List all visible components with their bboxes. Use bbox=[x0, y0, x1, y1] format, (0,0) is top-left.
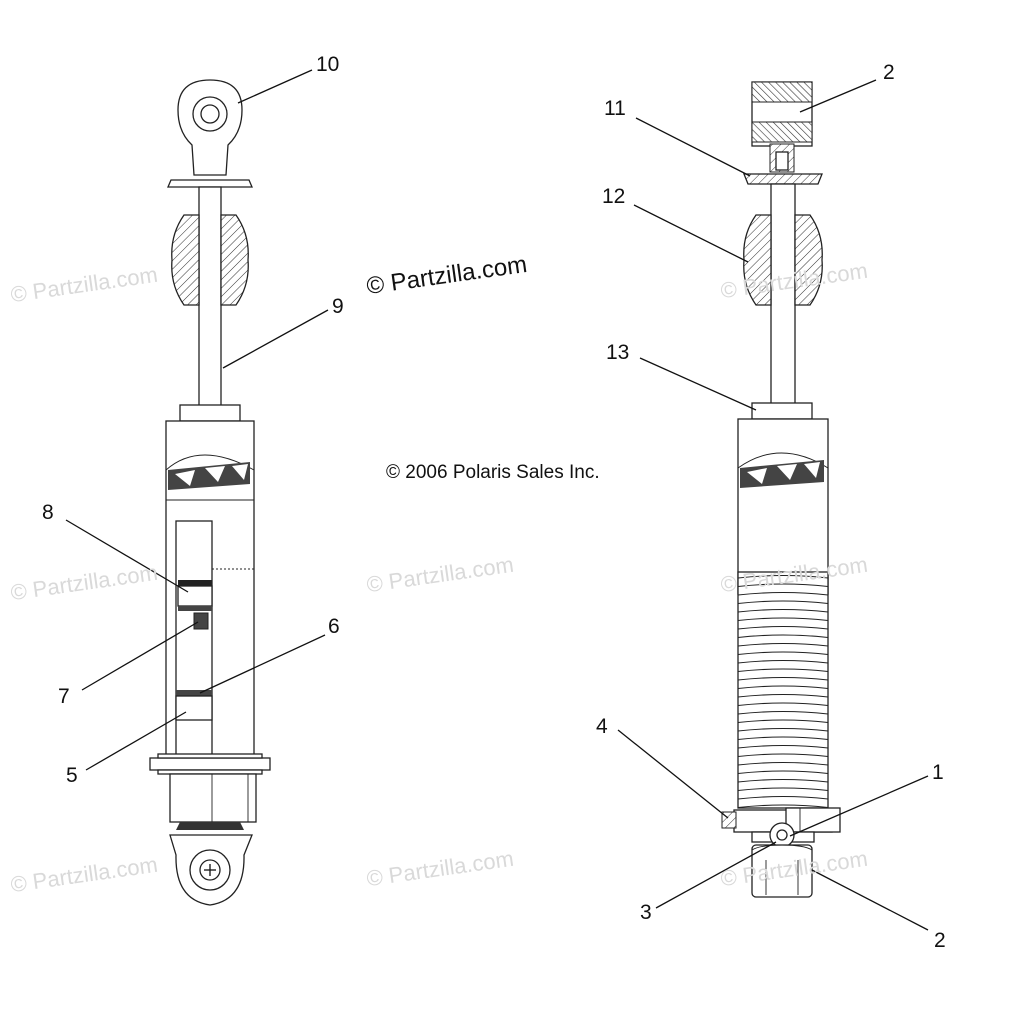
callout-label: 2 bbox=[934, 929, 946, 952]
polaris-copyright: © 2006 Polaris Sales Inc. bbox=[386, 462, 600, 483]
bump-stop-right-half bbox=[220, 214, 249, 306]
callout-label: 12 bbox=[602, 185, 626, 208]
callout-label: 5 bbox=[66, 764, 78, 787]
callout-label: 8 bbox=[42, 501, 54, 524]
bump-stop bbox=[171, 214, 200, 306]
callout-label: 10 bbox=[316, 53, 340, 76]
washer-part-11 bbox=[743, 173, 823, 185]
callout-label: 13 bbox=[606, 341, 630, 364]
right-body bbox=[737, 418, 829, 595]
piston-nut-part-7 bbox=[193, 612, 209, 630]
callout-label: 6 bbox=[328, 615, 340, 638]
bump-stop-part-12 bbox=[743, 214, 772, 306]
top-eye-part-2 bbox=[751, 81, 813, 173]
leader-lines bbox=[65, 69, 929, 931]
callout-label: 1 bbox=[932, 761, 944, 784]
shaft-part-9 bbox=[198, 186, 222, 410]
right-fox-decal bbox=[740, 460, 824, 488]
top-eye-part-10 bbox=[167, 79, 253, 188]
callout-label: 7 bbox=[58, 685, 70, 708]
cutaway-window bbox=[175, 520, 213, 762]
callout-label: 3 bbox=[640, 901, 652, 924]
left-shock-assembly bbox=[149, 79, 271, 906]
bottom-eye-part-1 bbox=[751, 822, 813, 898]
coil-spring bbox=[737, 571, 829, 809]
bottom-eye bbox=[169, 822, 253, 906]
seal-nut-part-13 bbox=[751, 402, 813, 420]
callout-label: 4 bbox=[596, 715, 608, 738]
callout-label: 11 bbox=[604, 97, 626, 120]
callout-label: 9 bbox=[332, 295, 344, 318]
spring-collar bbox=[149, 753, 271, 775]
right-shaft bbox=[770, 183, 796, 407]
right-shock-assembly bbox=[721, 81, 841, 898]
floating-piston-part-6 bbox=[176, 690, 212, 696]
callout-label: 2 bbox=[883, 61, 895, 84]
piston-part-8 bbox=[178, 580, 212, 586]
fox-decal bbox=[168, 462, 250, 490]
seal-nut bbox=[179, 404, 241, 422]
